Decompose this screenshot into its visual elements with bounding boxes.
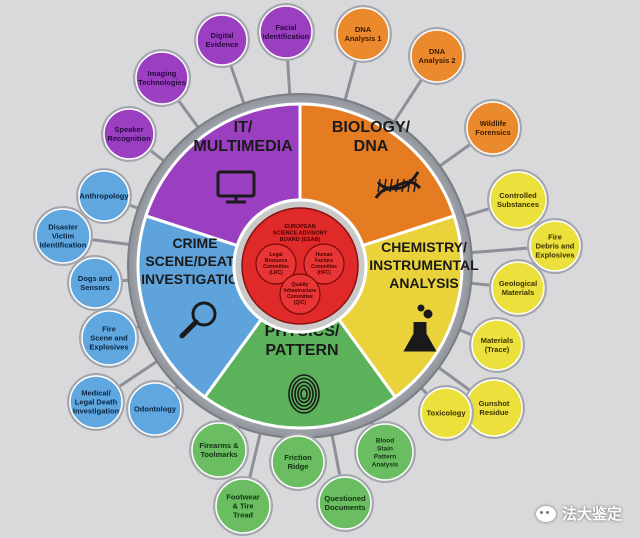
bubble-17 <box>81 310 137 366</box>
bubble-5 <box>529 220 581 272</box>
wechat-icon <box>535 505 556 522</box>
bubble-label-14: Firearms &Toolmarks <box>199 441 239 459</box>
bubble-1 <box>336 7 390 61</box>
subcommittee-1 <box>303 243 345 285</box>
segment-label-1: BIOLOGY/DNA <box>332 119 411 155</box>
watermark: 法大鉴定 <box>535 503 622 524</box>
subcommittee-2 <box>279 273 321 315</box>
bubble-0 <box>259 5 313 59</box>
bubble-21 <box>103 108 155 160</box>
flask-icon <box>403 304 437 352</box>
bubble-6 <box>491 261 545 315</box>
bubble-2 <box>410 29 464 83</box>
watermark-text: 法大鉴定 <box>561 506 622 523</box>
fingerprint-icon <box>288 374 320 414</box>
bubble-14 <box>191 422 247 478</box>
discipline-segments: IT/MULTIMEDIA BIOLOGY/DNA CHEMISTRY/INSTRU… <box>136 102 479 430</box>
monitor-icon <box>216 170 256 204</box>
bubble-11 <box>318 476 372 530</box>
bubble-12 <box>271 435 325 489</box>
bubble-7 <box>471 319 523 371</box>
bubble-16 <box>69 375 123 429</box>
bubble-label-15: Odontology <box>134 405 177 414</box>
bubble-19 <box>35 208 91 264</box>
magnifier-icon <box>179 301 217 339</box>
subcommittee-0 <box>255 243 297 285</box>
bubble-22 <box>135 51 189 105</box>
bubble-23 <box>196 14 248 66</box>
bubble-15 <box>128 382 182 436</box>
bubble-3 <box>466 101 520 155</box>
bubble-9 <box>420 387 472 439</box>
bubble-18 <box>69 257 121 309</box>
dna-icon <box>374 171 422 199</box>
bubble-label-7: Materials(Trace) <box>481 336 514 354</box>
bubble-label-20: Anthropology <box>79 192 129 201</box>
segment-label-0: IT/MULTIMEDIA <box>193 119 293 155</box>
bubble-label-9: Toxicology <box>426 409 466 418</box>
bubble-20 <box>78 170 130 222</box>
bubble-4 <box>489 171 547 229</box>
bubble-13 <box>215 478 271 534</box>
bubble-10 <box>356 423 414 481</box>
